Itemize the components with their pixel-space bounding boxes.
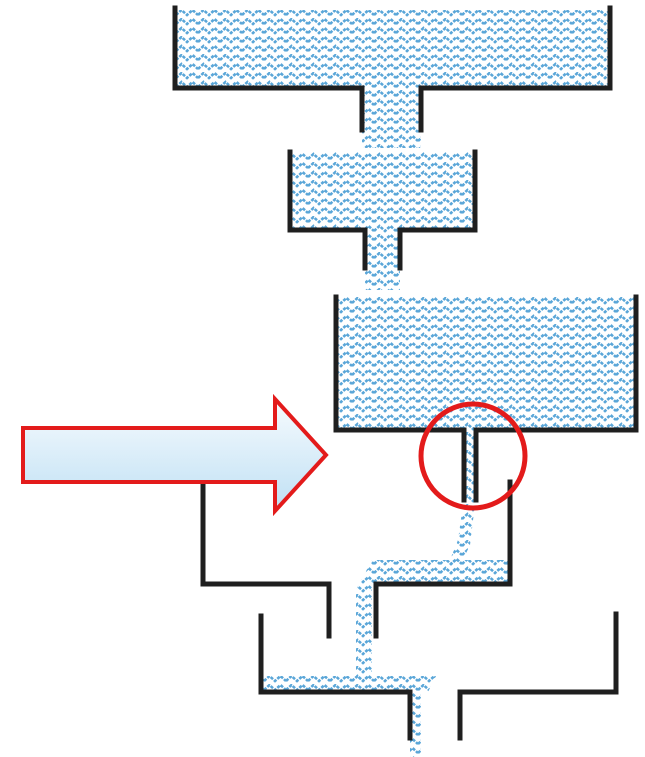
tank-5-walls [258,613,413,741]
tank-2-water [290,152,475,290]
tank-4 [200,479,513,680]
highlight-circle [418,401,528,511]
tank-1-water [175,10,610,148]
tank-1 [172,5,613,148]
tank-3-walls [333,294,467,503]
tank-5 [258,611,619,757]
tank-1-walls [172,5,365,133]
tank-4-walls [200,481,332,639]
tank-2-walls [287,149,368,271]
tank-2 [287,149,478,290]
pointer-arrow [21,393,329,517]
tank-5-water [262,676,436,757]
stream-3-to-4 [446,512,474,570]
tank-4-water [356,560,510,680]
